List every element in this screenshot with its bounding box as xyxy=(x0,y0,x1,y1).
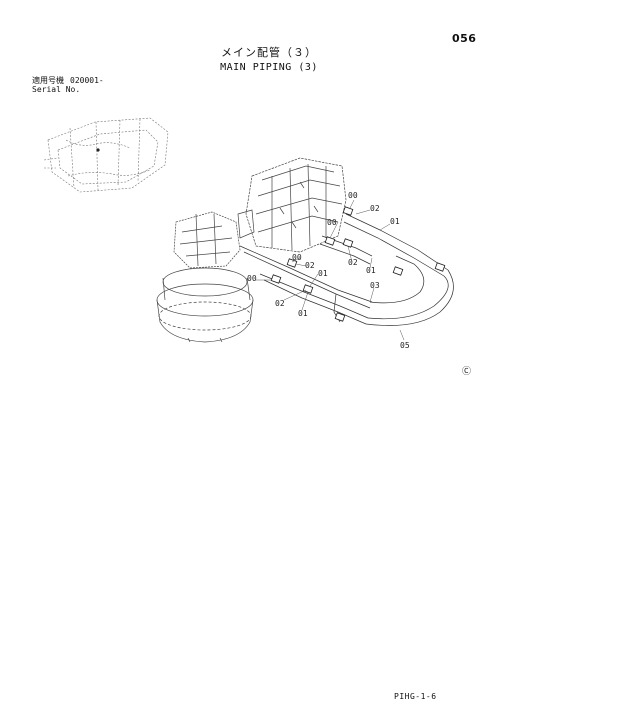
callout-number: 02 xyxy=(370,204,380,213)
callout-number: 01 xyxy=(366,266,376,275)
footer-page-code: PIHG-1-6 xyxy=(394,692,437,701)
callout-number: 02 xyxy=(275,299,285,308)
page-number: 056 xyxy=(452,32,477,45)
serial-info: 適用号機 020001- Serial No. xyxy=(32,76,104,94)
circled-mark: Ⓒ xyxy=(462,366,471,377)
callout-number: 00 xyxy=(292,253,302,262)
control-valve xyxy=(237,157,347,253)
serial-label-english: Serial No. xyxy=(32,85,81,94)
callout-number: 00 xyxy=(247,274,257,283)
leader-lines xyxy=(256,199,405,341)
callout-number: 01 xyxy=(390,217,400,226)
callout-number: 01 xyxy=(318,269,328,278)
callout-number: 02 xyxy=(305,261,315,270)
page-title-english: MAIN PIPING (3) xyxy=(220,62,318,73)
serial-value: 020001- xyxy=(70,76,104,85)
serial-label-japanese: 適用号機 xyxy=(32,76,64,85)
overview-thumbnail xyxy=(43,117,169,193)
overview-marker xyxy=(96,148,100,152)
callout-number: 03 xyxy=(370,281,380,290)
callout-number: 00 xyxy=(327,218,337,227)
callout-number: 01 xyxy=(298,309,308,318)
swing-motor xyxy=(156,211,254,343)
page-title-japanese: メイン配管（３） xyxy=(221,46,317,59)
callout-number: 05 xyxy=(400,341,410,350)
callout-number: 02 xyxy=(348,258,358,267)
callout-number: 00 xyxy=(348,191,358,200)
